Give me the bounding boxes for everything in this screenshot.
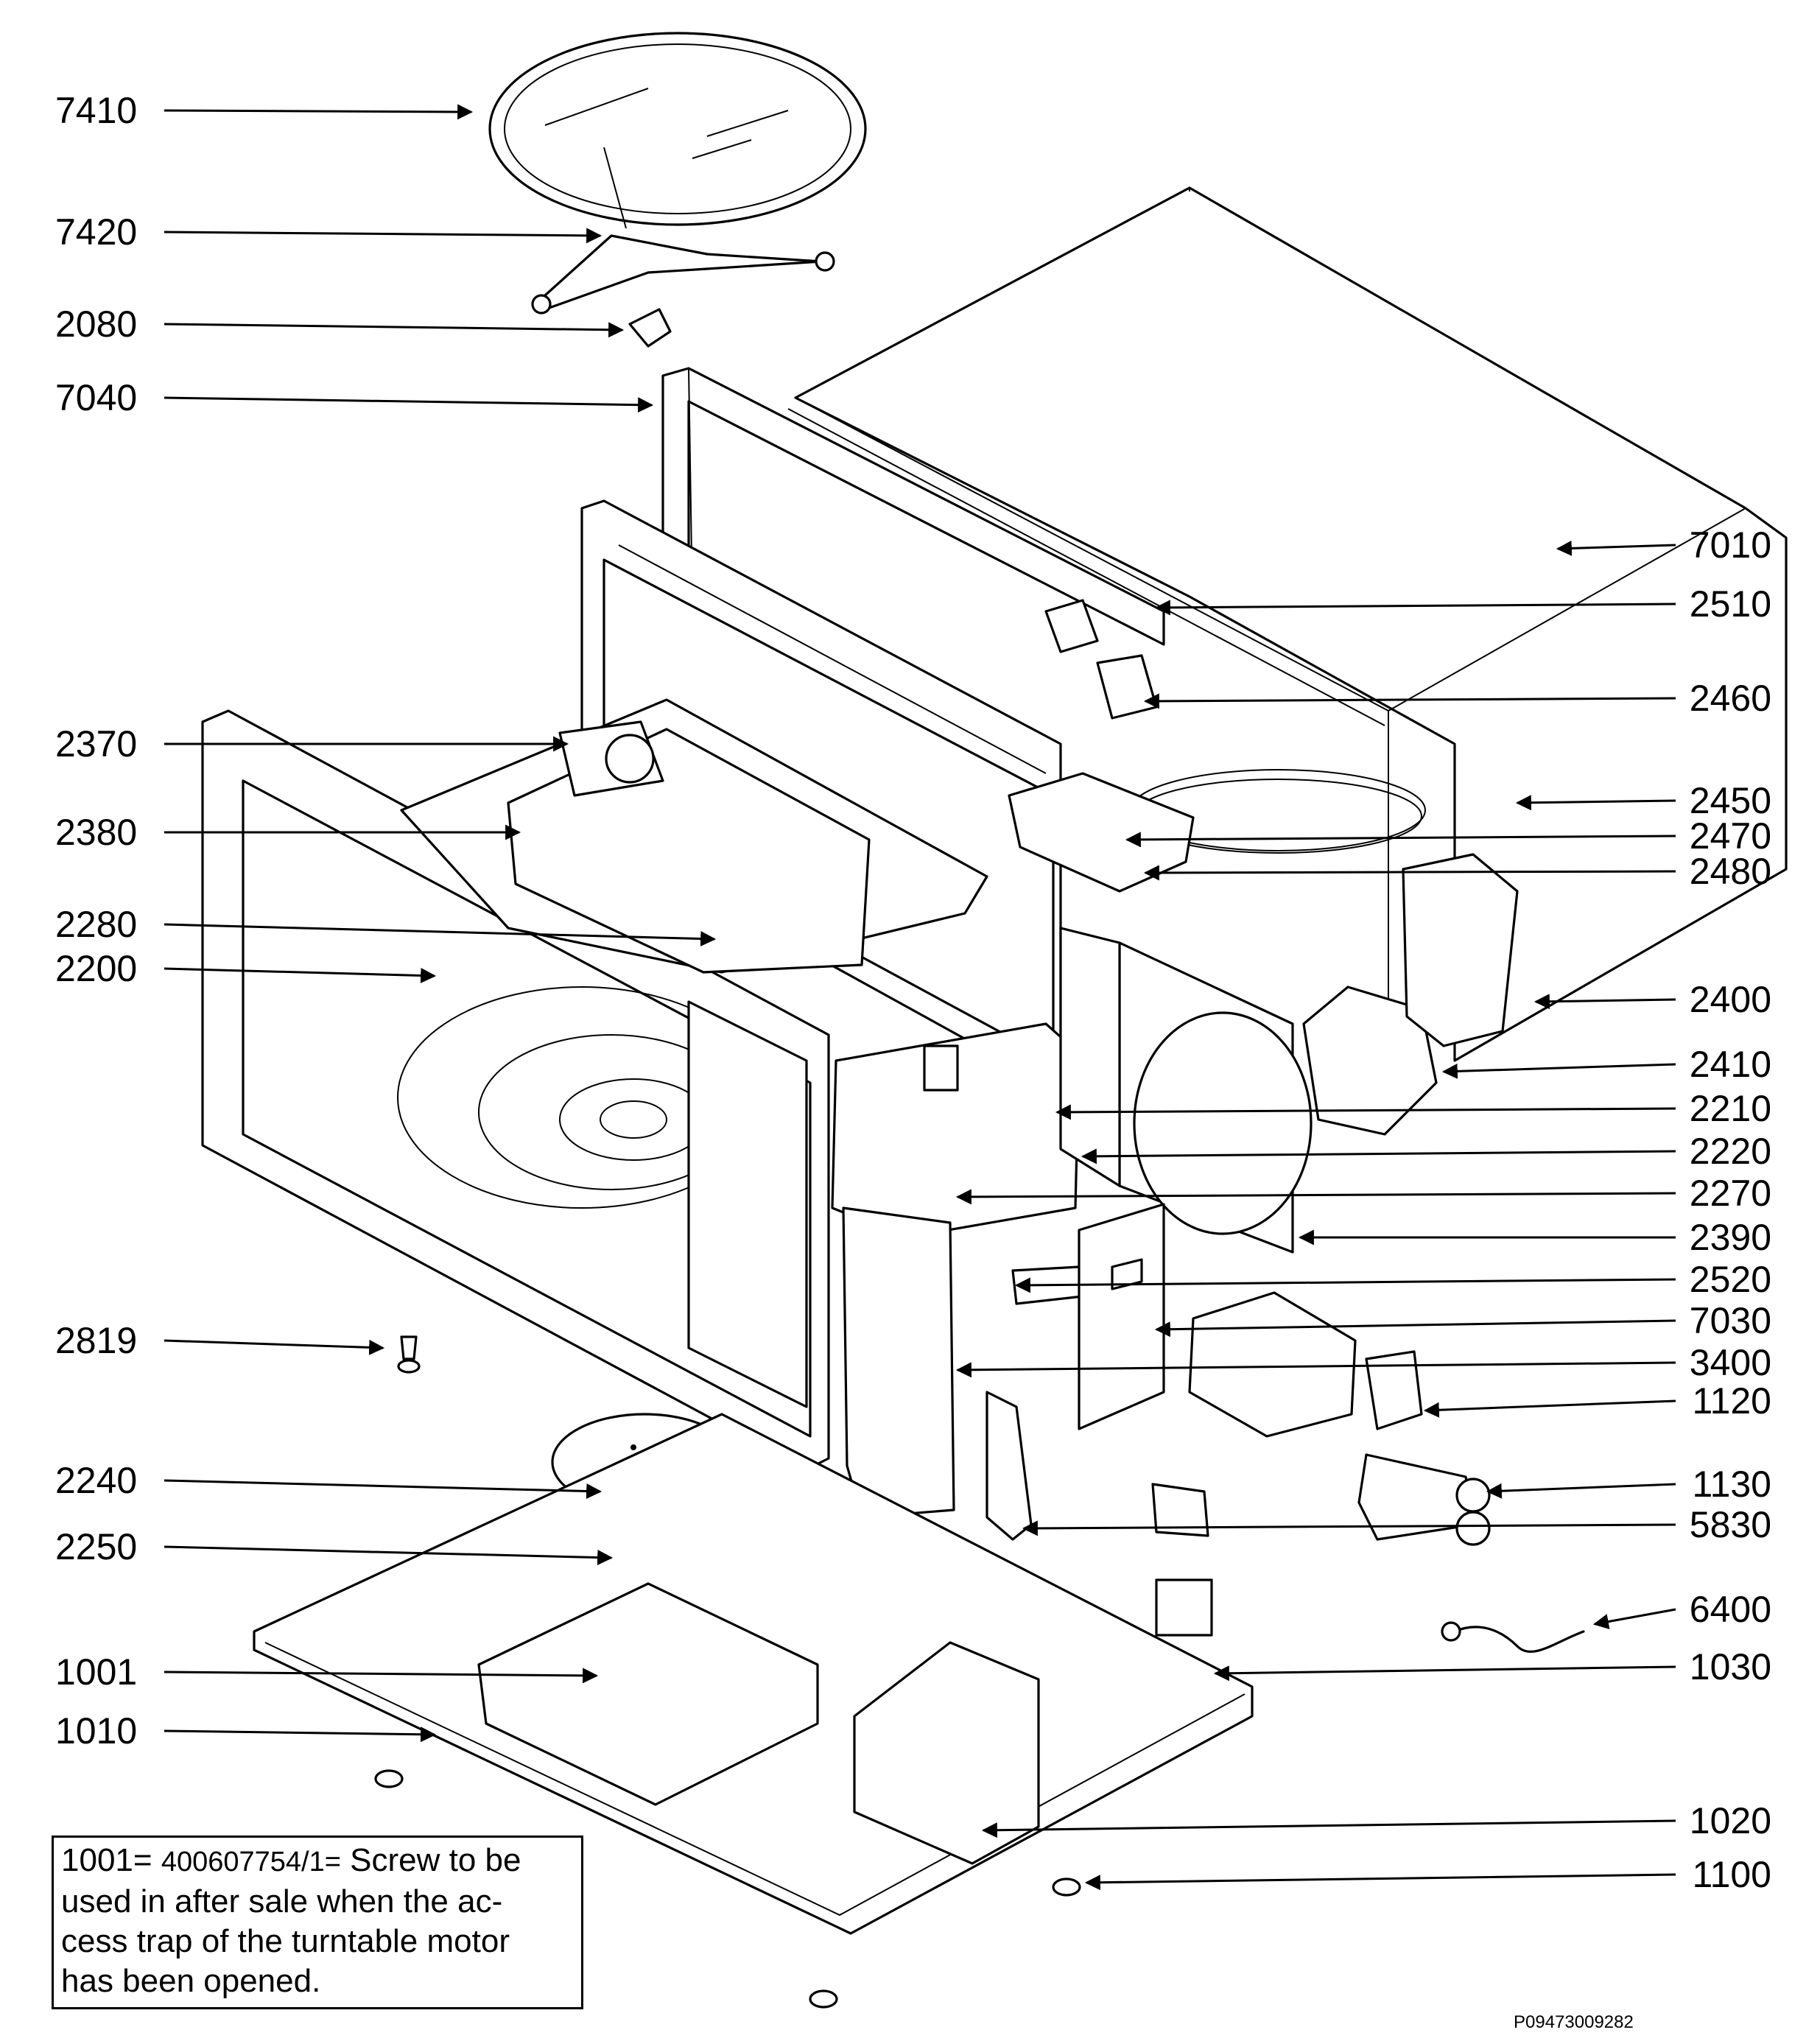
callout-7040: 7040 (55, 377, 137, 418)
callout-2470: 2470 (1690, 815, 1771, 857)
callout-2480: 2480 (1690, 851, 1771, 892)
callout-2210: 2210 (1690, 1088, 1771, 1129)
leader-2460 (1143, 693, 1676, 709)
leader-1130 (1486, 1483, 1676, 1499)
service-note: 1001= 400607754/1= Screw to be used in a… (52, 1836, 583, 2009)
leader-2280 (164, 923, 717, 946)
leader-2410 (1441, 1063, 1676, 1079)
leader-1100 (1084, 1873, 1676, 1891)
leader-2520 (1014, 1277, 1676, 1293)
callout-2280: 2280 (55, 904, 137, 945)
note-line4: has been opened. (61, 1963, 321, 1999)
leader-1010 (164, 1726, 437, 1743)
leader-7410 (164, 104, 474, 120)
leader-1001 (164, 1668, 599, 1684)
callout-2410: 2410 (1690, 1044, 1771, 1085)
callout-1120: 1120 (1692, 1380, 1771, 1422)
callout-2380: 2380 (55, 812, 137, 853)
coupler (628, 308, 672, 348)
leader-6400 (1592, 1608, 1676, 1629)
callout-6400: 6400 (1690, 1589, 1771, 1630)
callout-2400: 2400 (1690, 979, 1771, 1020)
base-plate (253, 1413, 1254, 1935)
leader-2270 (955, 1189, 1676, 1205)
interlock-bracket (842, 1206, 1084, 1541)
leader-2250 (164, 1545, 614, 1566)
drawing-code: P09473009282 (1514, 2012, 1634, 2032)
leader-2200 (164, 967, 437, 983)
electrical-components (1151, 1291, 1585, 1654)
leader-7040 (164, 396, 654, 413)
callout-7420: 7420 (55, 211, 137, 253)
callout-2520: 2520 (1690, 1259, 1771, 1300)
magnetron-and-fan (831, 853, 1519, 1254)
callout-1020: 1020 (1690, 1800, 1771, 1841)
note-prefix: 1001= (61, 1842, 152, 1878)
callout-2390: 2390 (1690, 1217, 1771, 1258)
callout-2450: 2450 (1690, 780, 1771, 821)
callout-5830: 5830 (1690, 1504, 1771, 1545)
leader-2240 (164, 1479, 602, 1500)
leader-2510 (1154, 600, 1676, 616)
leader-3400 (955, 1361, 1676, 1378)
switch-assemblies (1008, 599, 1195, 893)
leader-1030 (1213, 1665, 1676, 1682)
callout-2080: 2080 (55, 303, 137, 345)
callout-2510: 2510 (1690, 583, 1771, 625)
feet (374, 1769, 1081, 2009)
note-line2: used in after sale when the ac- (61, 1883, 503, 1919)
leader-5830 (1022, 1520, 1676, 1536)
leader-2220 (1081, 1148, 1676, 1164)
callout-2819: 2819 (55, 1320, 137, 1361)
note-part-number: 400607754/1= (161, 1847, 341, 1877)
roller-support (531, 147, 835, 315)
leader-2080 (164, 322, 625, 338)
leader-lines (164, 104, 1676, 1891)
leader-1020 (981, 1819, 1676, 1838)
leader-2210 (1055, 1104, 1676, 1120)
callout-1010: 1010 (55, 1710, 137, 1752)
leader-2470 (1125, 832, 1676, 848)
callout-2370: 2370 (55, 723, 137, 765)
waveguide-assembly (400, 698, 988, 974)
note-line1-rest: Screw to be (350, 1842, 521, 1878)
leader-2480 (1143, 865, 1676, 881)
screw-2819 (397, 1335, 421, 1374)
callout-1001: 1001 (55, 1651, 137, 1693)
callout-1030: 1030 (1690, 1646, 1771, 1687)
callout-2200: 2200 (55, 948, 137, 989)
leader-1120 (1423, 1399, 1676, 1418)
callout-2270: 2270 (1690, 1173, 1771, 1214)
leader-7030 (1154, 1319, 1676, 1338)
callout-7030: 7030 (1690, 1300, 1771, 1341)
callout-1100: 1100 (1692, 1854, 1771, 1895)
callout-2220: 2220 (1690, 1131, 1771, 1172)
leader-7010 (1556, 540, 1676, 556)
callout-2240: 2240 (55, 1460, 137, 1501)
leader-2819 (164, 1339, 385, 1355)
leader-2450 (1515, 795, 1676, 811)
note-line3: cess trap of the turntable motor (61, 1923, 510, 1959)
callout-2250: 2250 (55, 1526, 137, 1567)
callout-7010: 7010 (1690, 524, 1771, 566)
callout-2460: 2460 (1690, 678, 1771, 719)
callout-3400: 3400 (1690, 1342, 1771, 1383)
callout-1130: 1130 (1692, 1464, 1771, 1505)
callout-7410: 7410 (55, 90, 137, 131)
front-frame (201, 709, 830, 1471)
leader-2400 (1533, 994, 1676, 1010)
leader-7420 (164, 228, 602, 244)
side-panel (1078, 1203, 1165, 1430)
glass-turntable (488, 32, 867, 226)
